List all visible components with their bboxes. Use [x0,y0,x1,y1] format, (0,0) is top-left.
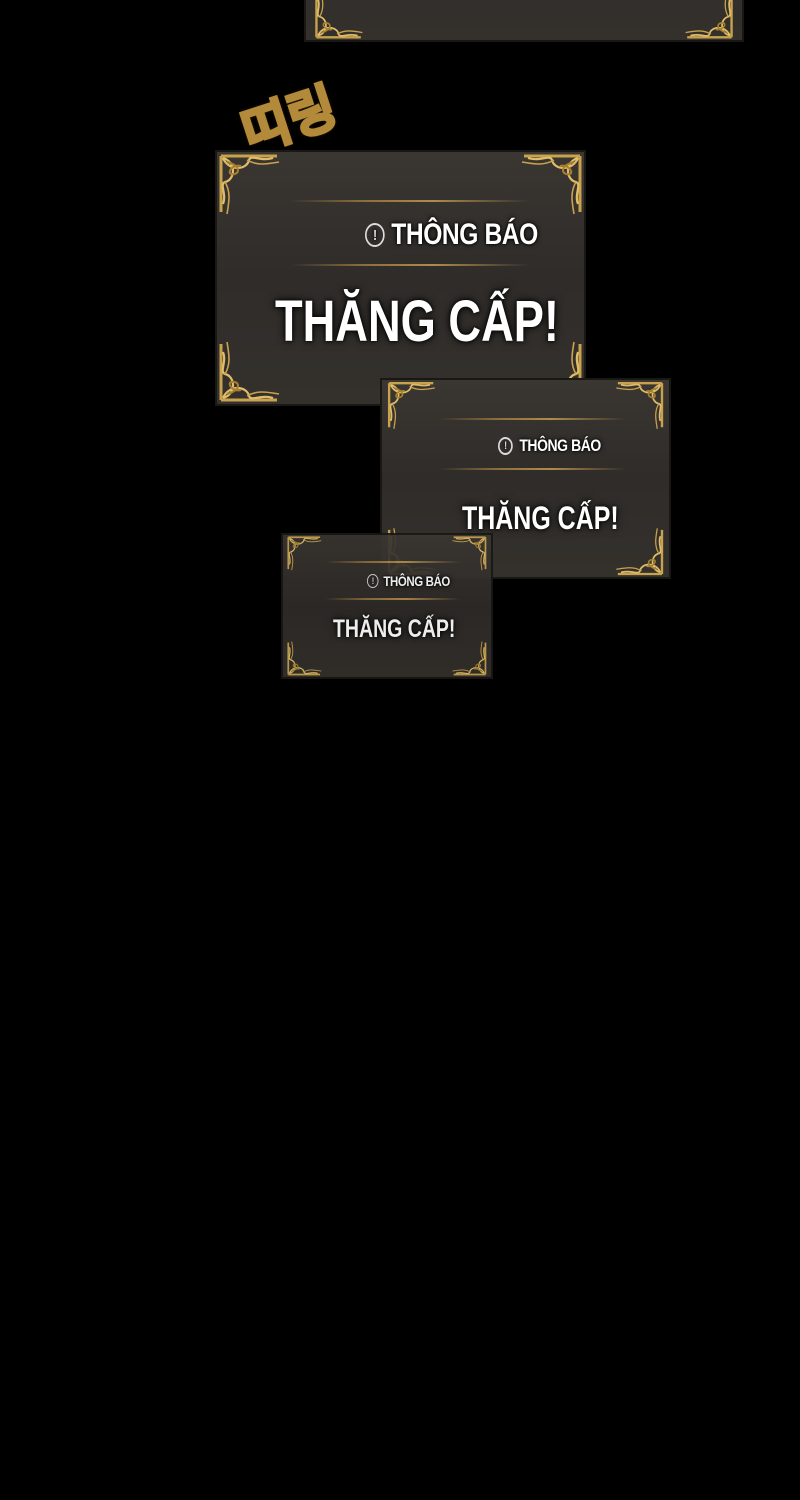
level-up-title: THĂNG CẤP! [333,615,456,643]
ornament-corner [306,0,376,40]
notice-label: THÔNG BÁO [519,436,601,455]
notice-header: ! THÔNG BÁO [498,436,601,456]
ornament-corner [514,152,584,222]
ornament-corner [672,0,742,40]
level-up-title: THĂNG CẤP! [275,289,559,354]
divider [324,561,460,563]
ornament-corner [217,152,287,222]
divider [290,264,529,266]
ornament-corner [606,380,669,435]
ornament-corner [445,535,491,575]
notice-header: ! THÔNG BÁO [367,573,450,589]
notice-label: THÔNG BÁO [391,218,538,251]
notice-header: ! THÔNG BÁO [365,218,538,252]
exclamation-circle-icon: ! [365,223,385,247]
ornament-corner [283,535,329,575]
exclamation-circle-icon: ! [367,574,379,588]
divider [290,200,529,202]
level-up-title: THĂNG CẤP! [462,500,619,536]
divider [439,418,626,420]
divider [324,598,460,600]
exclamation-circle-icon: ! [498,437,513,455]
ornament-corner [382,380,445,435]
notification-panel-large: ! THÔNG BÁO THĂNG CẤP! [215,150,586,406]
notice-label: THÔNG BÁO [383,573,450,589]
notification-panel-small: ! THÔNG BÁO THĂNG CẤP! [281,533,493,679]
ornament-corner [283,637,329,677]
divider [439,468,626,470]
notification-panel-top [304,0,744,42]
